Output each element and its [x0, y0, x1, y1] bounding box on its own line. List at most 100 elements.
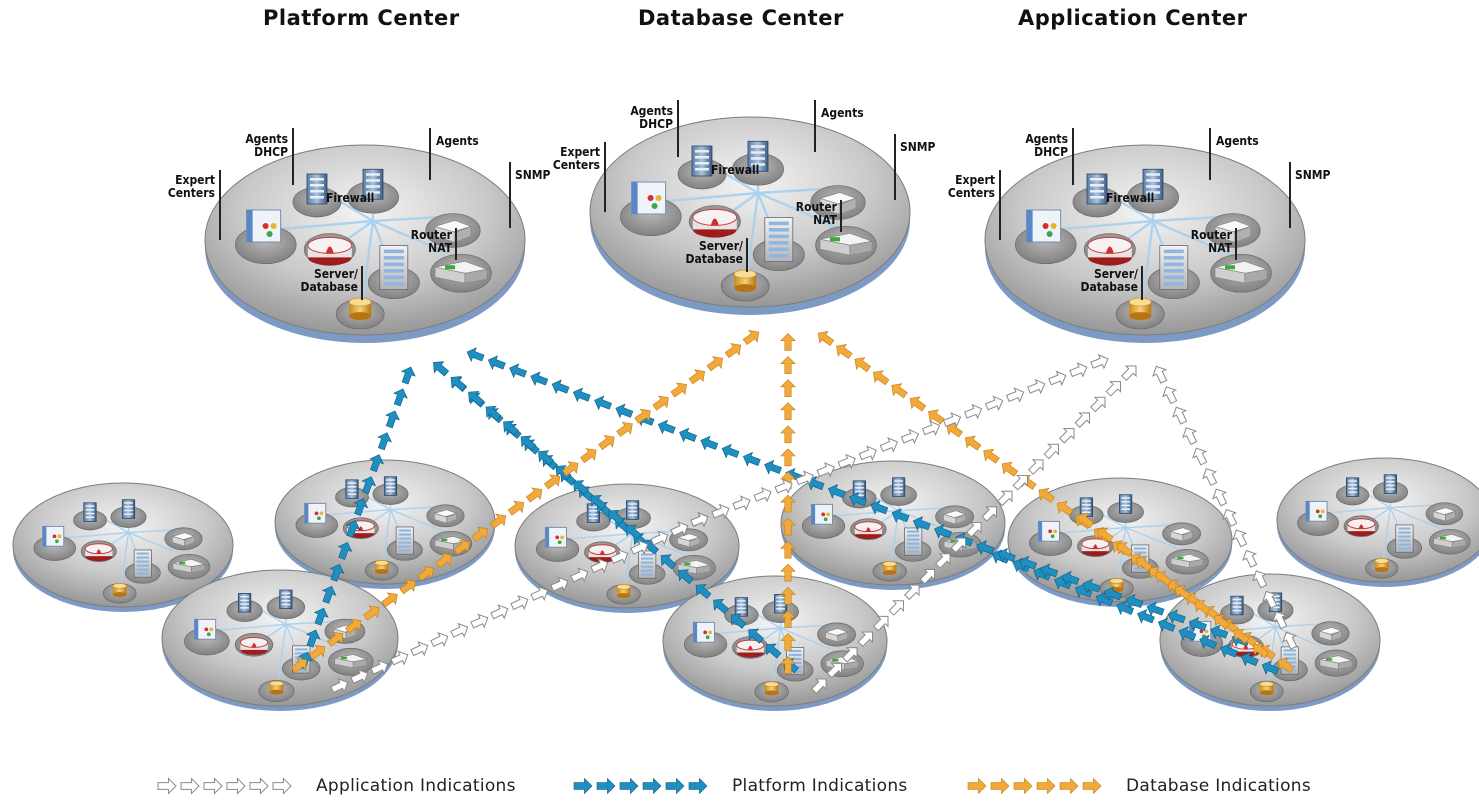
platform-indication-arrow-icon: [321, 585, 337, 604]
database-indication-arrow-icon: [670, 382, 687, 398]
application-indication-arrow-icon: [1232, 529, 1248, 548]
label-agents-dhcp: Agents: [245, 132, 288, 146]
label-snmp: SNMP: [900, 140, 936, 154]
platform-indication-arrow-icon: [1082, 578, 1101, 594]
label-expert-centers: Expert: [955, 173, 995, 187]
firewall-icon: [854, 521, 883, 540]
platform-indication-arrow-icon: [503, 420, 519, 436]
expert-center-monitor-icon: [246, 209, 282, 243]
platform-indication-arrow-icon: [551, 379, 570, 395]
application-indication-arrow-icon: [966, 521, 982, 538]
firewall-icon: [307, 236, 353, 266]
application-indication-arrow-icon: [1027, 378, 1046, 395]
platform-indication-arrow-icon: [625, 524, 642, 540]
platform-indication-arrow-icon: [305, 629, 321, 648]
database-indication-arrow-icon: [854, 357, 872, 373]
server-tower-icon: [1346, 477, 1360, 497]
platform-indication-arrow-icon: [377, 432, 392, 451]
database-indication-arrow-icon: [598, 434, 615, 450]
network-segment: [274, 459, 496, 589]
application-indication-arrow-icon: [1006, 387, 1025, 403]
platform-indication-arrow-icon: [721, 443, 740, 459]
legend-platform-label: Platform Indications: [732, 776, 908, 796]
label-server-database: Database: [301, 280, 358, 294]
firewall-icon: [239, 636, 269, 655]
application-indication-arrow-icon: [904, 584, 920, 601]
application-indication-arrow-icon: [873, 615, 889, 632]
database-indication-arrow-icon: [1213, 614, 1231, 630]
database-icon: [1374, 558, 1389, 573]
label-server-database: Server/: [314, 267, 358, 281]
platform-indication-arrow-icon: [700, 435, 719, 451]
firewall-icon: [692, 208, 738, 238]
application-indication-arrow-icon: [550, 576, 569, 592]
database-indication-arrow-icon: [836, 344, 853, 360]
database-indication-arrow-icon: [435, 553, 452, 569]
application-indication-arrow-icon: [753, 486, 772, 503]
application-indication-arrow-icon: [1059, 428, 1075, 444]
legend-database-label: Database Indications: [1126, 776, 1312, 796]
platform-indication-arrow-icon: [530, 371, 549, 387]
network-segment: [161, 569, 399, 711]
snmp-device-icon: [1213, 219, 1253, 243]
database-icon: [616, 584, 631, 599]
application-indication-arrow-icon: [1162, 386, 1178, 405]
label-agents-dhcp: DHCP: [1034, 145, 1068, 159]
database-icon: [374, 560, 389, 575]
server-tower-icon: [691, 145, 713, 177]
platform-indication-arrow-icon: [1261, 660, 1280, 675]
platform-indication-arrow-icon: [450, 376, 467, 392]
database-indication-arrow-icon: [780, 586, 796, 605]
database-indication-arrow-icon: [616, 421, 633, 437]
expert-center-monitor-icon: [631, 181, 667, 215]
label-router-nat: Router: [796, 200, 838, 214]
platform-indication-arrow-icon: [1167, 609, 1186, 625]
server-tower-icon: [383, 476, 398, 496]
application-indication-path: [330, 512, 709, 694]
database-icon: [112, 583, 127, 598]
database-indication-arrow-icon: [780, 356, 796, 374]
application-indication-arrow-icon: [1043, 443, 1060, 460]
database-indication-arrow-icon: [453, 539, 470, 555]
database-indication-arrow-icon: [1175, 585, 1192, 601]
application-indication-path: [690, 353, 1109, 528]
legend-database: Database Indications: [966, 772, 1311, 800]
database-indication-arrow-icon: [780, 656, 796, 674]
platform-indication-arrow-icon: [976, 540, 995, 556]
application-indication-arrow-icon: [1262, 590, 1278, 609]
database-indication-arrow-icon: [964, 435, 982, 451]
platform-legend-arrow-row: [573, 777, 708, 795]
platform-indication-arrow-icon: [369, 454, 385, 473]
database-indication-arrow-icon: [928, 409, 945, 425]
platform-indication-arrow-icon: [1157, 617, 1176, 633]
application-indication-arrow-icon: [1069, 362, 1088, 378]
database-indication-arrow-icon: [780, 402, 796, 421]
expert-center-monitor-icon: [544, 526, 567, 548]
router-icon: [433, 260, 489, 284]
database-indication-arrow-icon: [909, 396, 927, 412]
platform-indication-path: [976, 540, 1250, 648]
application-indication-arrow-icon: [795, 470, 814, 486]
platform-indication-arrow-icon: [765, 643, 782, 659]
label-firewall: Firewall: [1106, 191, 1154, 205]
application-indication-arrow-icon: [1121, 365, 1137, 382]
title-database-center: Database Center: [638, 6, 844, 30]
label-server-database: Server/: [699, 239, 743, 253]
server-tower-icon: [362, 168, 384, 200]
platform-indication-arrow-icon: [615, 403, 634, 419]
database-indication-arrow-icon: [688, 369, 705, 385]
database-indication-arrow-icon: [872, 370, 890, 386]
database-indication-arrow-icon: [780, 333, 796, 351]
platform-indication-arrow-icon: [1095, 592, 1114, 607]
expert-center-monitor-icon: [194, 618, 217, 640]
label-agents-dhcp: DHCP: [639, 117, 673, 131]
database-indication-arrow-icon: [891, 383, 908, 399]
server-tower-icon: [734, 597, 749, 617]
database-indication-arrow-icon: [634, 408, 651, 424]
platform-indication-arrow-icon: [466, 347, 485, 362]
database-indication-arrow-icon: [1277, 657, 1295, 673]
database-indication-arrow-icon: [1059, 777, 1079, 795]
router-icon: [171, 558, 207, 574]
rack-server-icon: [133, 549, 152, 578]
